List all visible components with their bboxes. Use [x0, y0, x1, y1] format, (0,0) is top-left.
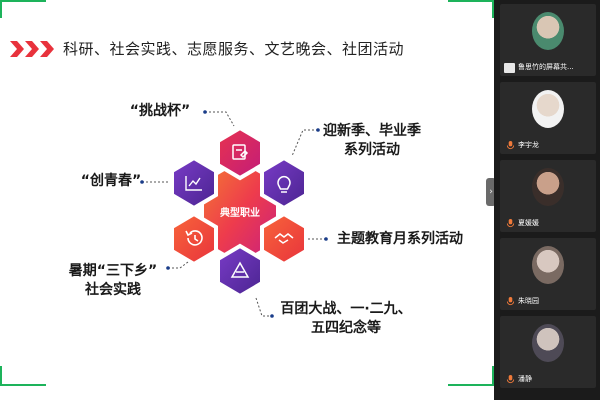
certificate-icon — [232, 144, 249, 160]
participant-tile[interactable]: 潘静 — [500, 316, 596, 388]
mic-icon — [506, 297, 515, 306]
participant-tile[interactable]: 鲁思竹的屏幕共... — [500, 4, 596, 76]
handshake-icon — [274, 233, 294, 244]
center-label: 典型职业 — [220, 206, 260, 219]
label-zhutijiaoyu: 主题教育月系列活动 — [337, 231, 463, 247]
chevron-arrows-icon — [10, 40, 55, 57]
label-sanxiaxiang-line2: 社会实践 — [85, 282, 141, 298]
participant-photo — [532, 324, 564, 362]
mic-icon — [506, 141, 515, 150]
screen-share-icon — [504, 63, 515, 73]
chevron-right-icon: › — [489, 187, 493, 197]
slide-title-row: 科研、社会实践、志愿服务、文艺晚会、社团活动 — [10, 38, 404, 59]
participant-name: 夏媛媛 — [518, 219, 539, 227]
participant-name: 李宇龙 — [518, 141, 539, 149]
hex-upper-right — [260, 155, 308, 211]
share-corner-tr-v — [492, 0, 494, 18]
participant-photo — [532, 246, 564, 284]
share-corner-bl-v — [0, 366, 2, 386]
hex-center — [204, 162, 276, 262]
hexagon-diagram: 典型职业 — [140, 110, 328, 318]
share-corner-tl-v — [0, 0, 2, 18]
label-tiaozhanbei: “挑战杯” — [129, 103, 191, 119]
label-baituan-line1: 百团大战、一·二九、 — [280, 301, 412, 317]
hex-bottom — [216, 243, 264, 299]
label-yingxinji-line1: 迎新季、毕业季 — [323, 123, 421, 139]
participant-tile[interactable]: 朱晓园 — [500, 238, 596, 310]
participant-photo — [532, 90, 564, 128]
mic-icon — [506, 375, 515, 384]
slide-title: 科研、社会实践、志愿服务、文艺晚会、社团活动 — [63, 40, 405, 58]
history-icon — [185, 230, 203, 246]
participant-name: 潘静 — [518, 375, 532, 383]
connector-lines — [142, 111, 326, 317]
label-sanxiaxiang-line1: 暑期“三下乡” — [68, 263, 158, 279]
shared-slide: 科研、社会实践、志愿服务、文艺晚会、社团活动 — [0, 0, 494, 400]
hex-lower-right — [260, 211, 308, 267]
participant-photo — [532, 12, 564, 50]
share-corner-tr-h — [448, 0, 494, 2]
hex-lower-left — [170, 211, 218, 267]
mic-icon — [506, 219, 515, 228]
share-corner-bl-h — [0, 384, 46, 386]
share-corner-br-v — [492, 366, 494, 386]
collapse-panel-handle[interactable]: › — [486, 178, 496, 206]
participant-name: 鲁思竹的屏幕共... — [518, 63, 574, 71]
label-yingxinji-line2: 系列活动 — [344, 142, 400, 158]
label-chuangqingchun: “创青春” — [80, 173, 142, 189]
connector-dots — [140, 110, 328, 318]
chart-icon — [185, 176, 202, 191]
participant-tile[interactable]: 夏媛媛 — [500, 160, 596, 232]
share-corner-tl-h — [0, 0, 46, 2]
lightbulb-icon — [277, 176, 291, 193]
label-baituan-line2: 五四纪念等 — [311, 320, 381, 336]
participant-name: 朱晓园 — [518, 297, 539, 305]
hex-upper-left — [170, 155, 218, 211]
share-corner-br-h — [448, 384, 494, 386]
hex-top — [216, 125, 264, 181]
participant-photo — [532, 168, 564, 206]
participant-tile[interactable]: 李宇龙 — [500, 82, 596, 154]
pyramid-icon — [230, 261, 250, 278]
